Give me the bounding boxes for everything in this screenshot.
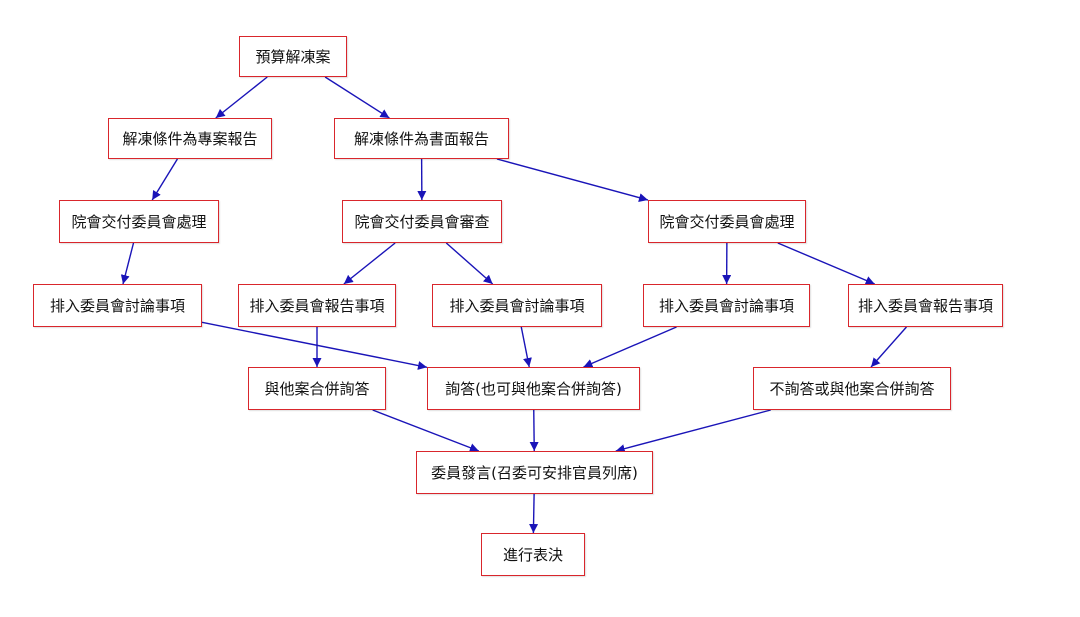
edge-n4-n7 bbox=[343, 242, 396, 285]
edge-n0-n2 bbox=[324, 76, 390, 119]
node-report-right: 排入委員會報告事項 bbox=[848, 284, 1003, 327]
node-discussion-mid: 排入委員會討論事項 bbox=[432, 284, 602, 327]
edge-n8-n12 bbox=[520, 326, 532, 368]
node-combined-inquiry: 與他案合併詢答 bbox=[248, 367, 386, 410]
edge-n3-n6 bbox=[120, 242, 135, 285]
edge-n10-n13 bbox=[870, 326, 907, 368]
node-discussion-left: 排入委員會討論事項 bbox=[33, 284, 202, 327]
edge-n1-n3 bbox=[151, 158, 179, 201]
edge-n14-n15 bbox=[529, 493, 539, 534]
node-condition-written-report: 解凍條件為書面報告 bbox=[334, 118, 509, 159]
edge-n6-n12 bbox=[201, 321, 428, 370]
edge-n11-n14 bbox=[372, 409, 480, 452]
node-budget-unfreeze: 預算解凍案 bbox=[239, 36, 347, 77]
node-inquiry: 詢答(也可與他案合併詢答) bbox=[427, 367, 640, 410]
edge-n5-n10 bbox=[777, 242, 875, 285]
edge-n4-n8 bbox=[445, 242, 494, 285]
edge-n13-n14 bbox=[615, 409, 771, 454]
node-member-speech: 委員發言(召委可安排官員列席) bbox=[416, 451, 653, 494]
edge-n2-n5 bbox=[496, 158, 649, 203]
edge-n0-n1 bbox=[215, 76, 268, 119]
node-vote: 進行表決 bbox=[481, 533, 585, 576]
node-condition-special-report: 解凍條件為專案報告 bbox=[108, 118, 272, 159]
node-committee-handle-left: 院會交付委員會處理 bbox=[59, 200, 219, 243]
node-discussion-right: 排入委員會討論事項 bbox=[643, 284, 810, 327]
node-committee-handle-right: 院會交付委員會處理 bbox=[648, 200, 806, 243]
node-no-inquiry: 不詢答或與他案合併詢答 bbox=[753, 367, 951, 410]
node-report-mid: 排入委員會報告事項 bbox=[238, 284, 396, 327]
edge-n9-n12 bbox=[583, 326, 677, 368]
node-committee-review: 院會交付委員會審查 bbox=[342, 200, 502, 243]
